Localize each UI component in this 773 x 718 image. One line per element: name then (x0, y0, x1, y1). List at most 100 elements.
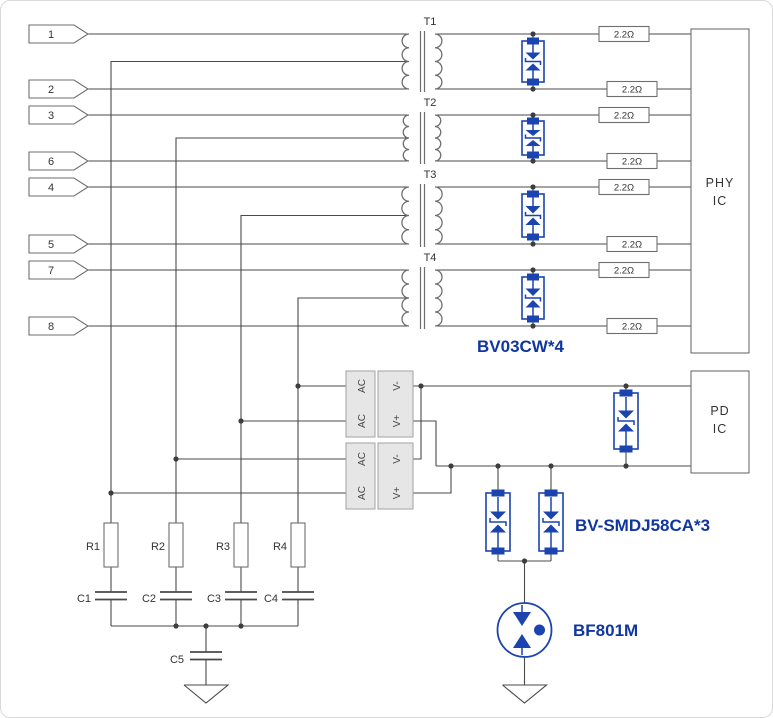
capacitor-label: C1 (77, 593, 91, 605)
gate-dot-icon (534, 624, 545, 636)
pin-number: 1 (48, 29, 54, 41)
tvs-diode-icon (543, 511, 559, 520)
secondary-coil (434, 269, 443, 327)
pd-ic-box (690, 370, 750, 474)
capacitor-label: C3 (207, 593, 221, 605)
tvs-terminal (544, 489, 558, 497)
power-tvs-1 (485, 489, 511, 555)
resistor-value: 2.2Ω (614, 266, 634, 277)
transformer-core (419, 31, 426, 92)
resistor-label: R4 (273, 541, 287, 553)
series-resistor-5: 2.2Ω (598, 178, 650, 196)
pin-number: 5 (48, 239, 54, 251)
pin-number: 6 (48, 156, 54, 168)
bridge-pin-label-ac: AC (357, 486, 368, 500)
pulldown-resistors: R1 R2 R3 R4 (86, 522, 306, 568)
tvs-diode-icon (525, 217, 541, 225)
pin-connector-1: 1 (28, 24, 90, 44)
capacitor-c2: C2 (142, 591, 192, 605)
transformer-core (419, 184, 426, 247)
pd-ic-label-line2: IC (713, 422, 728, 436)
secondary-coil (434, 33, 443, 90)
secondary-wires (435, 33, 691, 327)
transformer-t3: T3 (401, 169, 443, 247)
transformer-label: T4 (424, 252, 437, 264)
tvs-terminal (527, 37, 539, 45)
secondary-coil (434, 114, 442, 162)
power-tvs-2 (538, 489, 564, 555)
resistor-value: 2.2Ω (614, 30, 634, 41)
pin-number: 7 (48, 265, 54, 277)
bridge-pin-label-ac: AC (357, 379, 368, 393)
tvs-diode-icon (525, 206, 541, 214)
tvs-stub-wires (497, 34, 627, 685)
bridge-rectifier-1: AC AC V- V+ (345, 370, 414, 438)
resistor-value: 2.2Ω (614, 183, 634, 194)
bridge-dc-block (377, 370, 414, 438)
resistor-r4: R4 (273, 522, 306, 568)
pin-connector-3: 3 (28, 105, 90, 125)
tvs-diode-icon (525, 130, 541, 136)
capacitor-label: C5 (170, 654, 184, 666)
pin-connector-shape (28, 260, 90, 280)
capacitor-c5: C5 (170, 651, 222, 666)
transformer-t2: T2 (402, 97, 442, 164)
tvs-terminal (527, 78, 539, 86)
part-label-power-tvs: BV-SMDJ58CA*3 (575, 516, 710, 535)
resistor-label: R1 (86, 541, 100, 553)
phy-ic-label-line1: PHY (706, 176, 735, 190)
bridge-dc-block (377, 442, 414, 510)
pin-connector-shape (28, 24, 90, 44)
tvs-diode-icon (490, 524, 506, 533)
ground-symbol (502, 684, 549, 704)
bridge-wires (111, 385, 691, 494)
series-resistor-3: 2.2Ω (598, 106, 650, 124)
pin-connector-shape (28, 177, 90, 197)
resistor-r3: R3 (216, 522, 249, 568)
resistor-value: 2.2Ω (622, 85, 642, 96)
phy-ic-label-line2: IC (713, 194, 728, 208)
series-resistor-7: 2.2Ω (598, 261, 650, 279)
tvs-diode-icon (525, 140, 541, 146)
transformer-core (419, 112, 426, 164)
pin-connector-4: 4 (28, 177, 90, 197)
tvs-terminal (527, 233, 539, 241)
tvs-diode-icon (618, 423, 634, 432)
pin-connector-5: 5 (28, 234, 90, 254)
part-label-surge-protector: BF801M (573, 621, 638, 640)
tvs-diode-icon (525, 300, 541, 308)
pin-number: 4 (48, 182, 54, 194)
transformer-label: T3 (424, 169, 437, 181)
series-resistors: 2.2Ω 2.2Ω 2.2Ω 2.2Ω 2.2Ω 2.2Ω 2.2Ω 2.2Ω (598, 25, 658, 335)
tvs-terminal (527, 151, 539, 159)
pd-tvs (613, 389, 639, 453)
tvs-terminal (619, 445, 633, 453)
transformer-t4: T4 (401, 252, 443, 329)
bridge-pin-label-vplus: V+ (392, 487, 403, 500)
protector-body (496, 602, 553, 658)
pin-connector-shape (28, 151, 90, 171)
center-tap-wires (110, 60, 409, 523)
tvs-diode-icon (525, 52, 541, 60)
tvs-terminal (491, 489, 505, 497)
bridge-pin-label-vminus: V- (392, 381, 403, 390)
wires (88, 33, 691, 685)
tvs-terminal (527, 117, 539, 125)
capacitor-c1: C1 (77, 591, 127, 605)
bridge-pin-label-vplus: V+ (392, 415, 403, 428)
pin-number: 2 (48, 84, 54, 96)
transformer-label: T1 (424, 16, 437, 28)
tvs-terminal (491, 547, 505, 555)
thyristor-icon (513, 634, 531, 648)
part-label-pair-tvs: BV03CW*4 (477, 337, 564, 356)
series-resistor-1: 2.2Ω (598, 25, 650, 43)
tvs-terminal (527, 190, 539, 198)
rj45-pin-connectors: 1 2 3 6 4 5 7 8 (28, 24, 90, 336)
tvs-diode-icon (543, 524, 559, 533)
tvs-terminal (527, 273, 539, 281)
bridge-pin-label-vminus: V- (392, 454, 403, 463)
pin-connector-8: 8 (28, 316, 90, 336)
bridge-pin-label-ac: AC (357, 414, 368, 428)
